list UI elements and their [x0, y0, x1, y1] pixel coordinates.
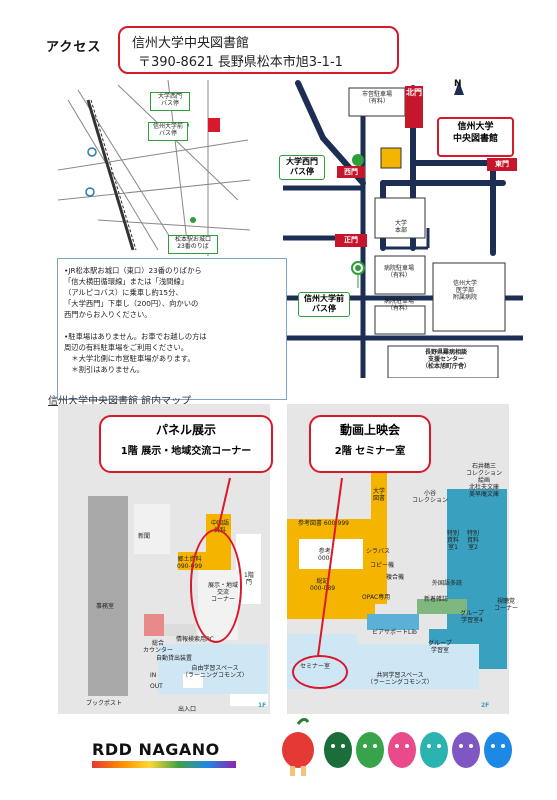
- f2-fukugo: 複合機: [386, 574, 405, 581]
- access-title: アクセス: [46, 40, 102, 55]
- address-box: 信州大学中央図書館 〒390-8621 長野県松本市旭3-1-1: [118, 26, 399, 74]
- callout-video-title: 動画上映会: [339, 423, 400, 437]
- info-line: ＊大学北側に市営駐車場があります。: [64, 354, 195, 363]
- mascot-row: [282, 717, 512, 776]
- info-line: •JR松本駅お城口（東口）23番のりばから: [64, 266, 202, 275]
- info-line: 周辺の有料駐車場をご利用ください。: [64, 343, 189, 352]
- f2-copy: コピー機: [370, 562, 395, 569]
- info-line: （アルピコバス）に乗車し約15分、: [64, 288, 183, 297]
- info-line: 西門からお入りください。: [64, 310, 152, 319]
- info-line: •駐車場はありません。お車でお越しの方は: [64, 332, 207, 341]
- callout-panel-display: パネル展示 1階 展示・地域交流コーナー: [99, 415, 273, 473]
- f1-floor-label: 1F: [258, 702, 267, 709]
- campus-library-label: 信州大学中央図書館: [437, 117, 514, 157]
- mascot-blue-icon: [484, 732, 512, 768]
- f2-shichokaku: 視聴覚コーナー: [494, 598, 519, 612]
- hospital-parking-2: 病院駐車場（有料）: [383, 298, 414, 312]
- rdd-nagano-logo: RDD NAGANO: [92, 740, 220, 759]
- f2-opac: OPAC専用: [362, 594, 391, 601]
- f2-group: グループ学習室: [428, 640, 452, 654]
- f1-jiyu: 自由学習スペース（ラーニングコモンズ）: [182, 665, 248, 679]
- f2-reference: 参考図書 600-999: [298, 520, 349, 527]
- support-center: 長野県難病相談支援センター（松本旭町庁舎）: [421, 349, 470, 370]
- campus-mae-stop: 信州大学前バス停: [298, 292, 350, 317]
- campus-honbu: 大学本部: [394, 220, 407, 234]
- info-line: ＊割引はありません。: [64, 365, 145, 374]
- f1-jimushitsu: 事務室: [96, 603, 115, 610]
- highlight-seminar: [292, 655, 348, 689]
- f2-pc: ピアサポートLib: [372, 629, 417, 636]
- highlight-tenji: [190, 529, 242, 643]
- campus-nishimon-stop: 大学西門バス停: [279, 155, 325, 180]
- mascot-purple-icon: [452, 732, 480, 768]
- seimon: 正門: [335, 234, 367, 247]
- f2-gaikoku: 外国語多読: [432, 580, 463, 587]
- mascot-teal-icon: [420, 732, 448, 768]
- f2-tokubetsu1: 特別資料室1: [446, 530, 459, 551]
- kita-mon: 北門: [405, 86, 423, 128]
- callout-panel-title: パネル展示: [155, 423, 216, 437]
- f2-koka: 小谷コレクション: [411, 490, 448, 504]
- f1-out: OUT: [150, 683, 163, 690]
- f1-shinkan: 新聞: [138, 533, 151, 540]
- callout-video-sub: 2階 セミナー室: [334, 446, 406, 457]
- f1-in: IN: [150, 672, 157, 679]
- north-label: N: [454, 79, 462, 89]
- rdd-logo-bar: [92, 761, 236, 768]
- mascot-apple-icon: [282, 717, 314, 776]
- library-address: 〒390-8621 長野県松本市旭3-1-1: [138, 55, 343, 70]
- f2-shinchaku: 新着雑誌: [424, 596, 449, 603]
- library-name: 信州大学中央図書館: [132, 36, 250, 51]
- f2-daigaku-lib: 大学図書: [372, 488, 385, 502]
- label-daigaku-nishimon: 大学西門バス停: [150, 92, 190, 111]
- f2-group4: グループ学習室4: [460, 610, 484, 624]
- callout-panel-sub: 1階 展示・地域交流コーナー: [120, 446, 252, 457]
- f2-floor-label: 2F: [481, 702, 490, 709]
- campus-parking-city: 市営駐車場（有料）: [361, 91, 392, 105]
- f2-tokubetsu2: 特別資料室2: [466, 530, 479, 551]
- mascot-green-dark-icon: [324, 732, 352, 768]
- floor-map-title: 信州大学中央図書館 館内マップ: [48, 396, 192, 407]
- nishimon: 西門: [337, 166, 365, 178]
- f1-mon: 1階門: [244, 572, 254, 586]
- callout-video: 動画上映会 2階 セミナー室: [309, 415, 431, 473]
- f1-counter: 総合カウンター: [142, 640, 173, 654]
- f2-ishii: 石井鶴三コレクション絵画北杜夫文庫美早庵文庫: [465, 463, 502, 498]
- label-daigaku-mae: 信州大学前バス停: [148, 122, 188, 141]
- access-info-text: •JR松本駅お城口（東口）23番のりばから 「信大横田循環線」または「浅間線」 …: [58, 259, 286, 381]
- mascot-green-icon: [356, 732, 384, 768]
- north-arrow-icon: [454, 81, 464, 95]
- hospital-label: 信州大学医学部附属病院: [452, 280, 477, 301]
- f1-book-post: ブックポスト: [86, 700, 123, 707]
- hospital-parking-1: 病院駐車場（有料）: [383, 265, 414, 279]
- f1-jido: 自動貸出装置: [156, 655, 193, 662]
- higashimon: 東門: [487, 158, 517, 171]
- access-info-box: •JR松本駅お城口（東口）23番のりばから 「信大横田循環線」または「浅間線」 …: [57, 258, 287, 400]
- mascot-pink-icon: [388, 732, 416, 768]
- info-line: 「信大横田循環線」または「浅間線」: [64, 277, 189, 286]
- f2-kyodou: 共同学習スペース（ラーニングコモンズ）: [367, 672, 433, 686]
- info-line: 「大学西門」下車し（200円）、向かいの: [64, 299, 199, 308]
- f1-joho: 情報検索用PC: [176, 636, 214, 643]
- info-line: [64, 320, 280, 331]
- f1-entrance: 出入口: [178, 706, 197, 713]
- f2-shirabasu: シラバス: [366, 548, 390, 555]
- callout-pointers: [217, 477, 343, 657]
